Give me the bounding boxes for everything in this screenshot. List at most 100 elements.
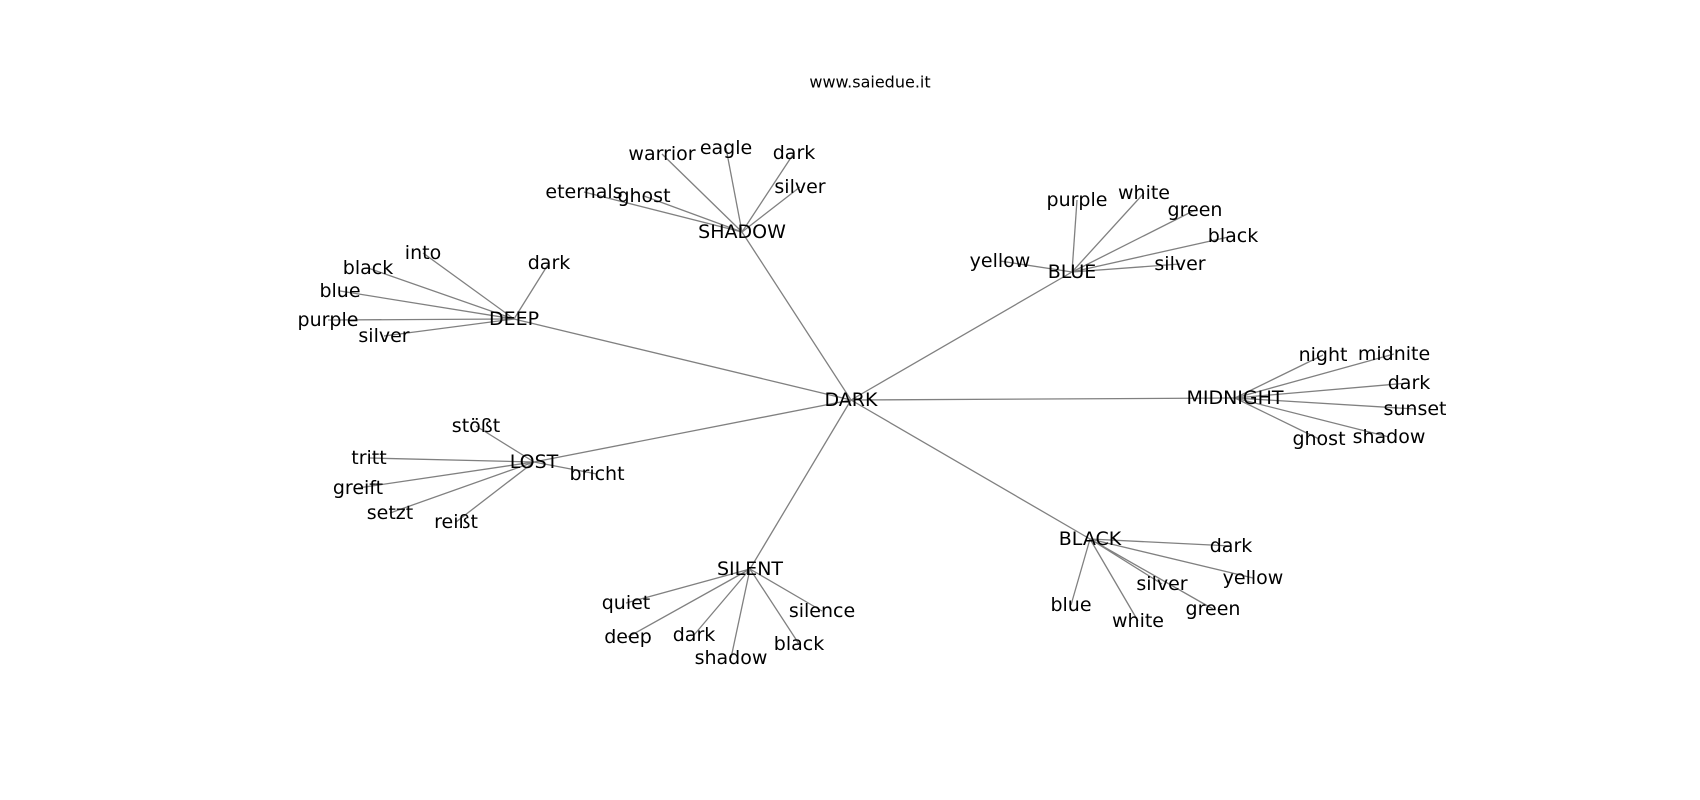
leaf-node-label-lost-4: reißt — [434, 511, 478, 533]
leaf-node-label-blue-4: silver — [1154, 253, 1205, 275]
edge-deep-4 — [327, 318, 515, 321]
edge-deep-2 — [367, 267, 515, 320]
edge-layer — [327, 147, 1416, 659]
edge-shadow-4 — [643, 195, 743, 233]
leaf-node-label-shadow-3: silver — [774, 176, 825, 198]
edge-lost-5 — [533, 461, 598, 475]
edge-black-2 — [1089, 538, 1214, 610]
leaf-node-label-deep-4: purple — [298, 309, 359, 331]
leaf-node-label-deep-1: dark — [528, 252, 571, 274]
center-node-label: DARK — [825, 389, 878, 411]
edge-center-silent — [749, 399, 852, 570]
edge-shadow-5 — [583, 191, 743, 233]
hub-node-label-deep: DEEP — [489, 308, 539, 330]
edge-lost-1 — [368, 457, 535, 463]
site-title: www.saiedue.it — [809, 73, 930, 92]
edge-lost-0 — [475, 425, 535, 463]
edge-center-deep — [513, 318, 852, 401]
leaf-node-label-lost-5: bricht — [569, 463, 624, 485]
edge-deep-3 — [339, 290, 515, 320]
edge-silent-0 — [625, 568, 751, 604]
edge-midnight-3 — [1234, 397, 1416, 410]
edge-black-4 — [1089, 538, 1139, 622]
edge-midnight-2 — [1234, 382, 1410, 399]
edge-shadow-1 — [725, 147, 743, 233]
hub-node-label-shadow: SHADOW — [698, 221, 786, 243]
leaf-node-label-deep-2: black — [343, 257, 393, 279]
leaf-node-label-midnight-2: dark — [1388, 372, 1431, 394]
edge-blue-2 — [1071, 209, 1196, 273]
leaf-node-label-lost-2: greift — [333, 477, 383, 499]
edge-deep-5 — [383, 318, 515, 337]
edge-deep-0 — [422, 252, 515, 320]
leaf-node-label-lost-0: stößt — [452, 415, 500, 437]
edge-silent-3 — [730, 568, 751, 659]
leaf-node-label-silent-5: silence — [789, 600, 855, 622]
edge-black-0 — [1089, 538, 1232, 547]
edge-silent-2 — [693, 568, 751, 636]
edge-shadow-0 — [661, 153, 743, 233]
edge-silent-5 — [749, 568, 823, 612]
edge-center-shadow — [741, 231, 852, 401]
hub-node-label-lost: LOST — [510, 451, 559, 473]
edge-midnight-0 — [1234, 354, 1324, 399]
leaf-node-label-blue-1: white — [1118, 182, 1170, 204]
leaf-node-label-black-1: yellow — [1223, 567, 1284, 589]
edge-center-black — [850, 399, 1091, 540]
edge-deep-1 — [513, 262, 550, 320]
edge-blue-0 — [1071, 199, 1078, 273]
leaf-node-label-deep-5: silver — [358, 325, 409, 347]
leaf-node-label-deep-3: blue — [319, 280, 360, 302]
leaf-node-label-shadow-0: warrior — [628, 143, 695, 165]
leaf-node-label-lost-3: setzt — [367, 502, 413, 524]
edge-silent-4 — [749, 568, 800, 645]
leaf-node-label-black-3: silver — [1136, 573, 1187, 595]
leaf-node-label-silent-0: quiet — [602, 592, 651, 614]
edge-lost-4 — [455, 461, 535, 523]
edge-blue-5 — [999, 260, 1073, 273]
hub-node-label-midnight: MIDNIGHT — [1186, 387, 1283, 409]
leaf-node-label-midnight-1: midnite — [1358, 343, 1430, 365]
leaf-node-label-silent-2: dark — [673, 624, 716, 646]
leaf-node-label-midnight-4: shadow — [1353, 426, 1426, 448]
edge-midnight-5 — [1234, 397, 1320, 440]
leaf-node-label-midnight-0: night — [1299, 344, 1348, 366]
edge-midnight-1 — [1234, 353, 1395, 399]
hub-node-label-black: BLACK — [1059, 528, 1122, 550]
edge-blue-1 — [1071, 192, 1145, 273]
leaf-node-label-black-0: dark — [1210, 535, 1253, 557]
edge-lost-3 — [389, 461, 535, 514]
edge-lost-2 — [357, 461, 535, 489]
leaf-node-label-shadow-4: ghost — [617, 185, 670, 207]
hub-node-label-silent: SILENT — [717, 558, 783, 580]
hub-node-label-blue: BLUE — [1048, 261, 1097, 283]
edge-center-blue — [850, 271, 1073, 401]
leaf-node-label-black-2: green — [1186, 598, 1241, 620]
edge-blue-3 — [1071, 235, 1234, 273]
leaf-node-label-silent-1: deep — [604, 626, 652, 648]
leaf-node-label-blue-5: yellow — [970, 250, 1031, 272]
leaf-node-label-shadow-2: dark — [773, 142, 816, 164]
edge-shadow-3 — [741, 186, 801, 233]
edge-black-1 — [1089, 538, 1254, 579]
edge-center-midnight — [850, 397, 1236, 401]
edge-midnight-4 — [1234, 397, 1390, 438]
leaf-node-label-lost-1: tritt — [351, 447, 386, 469]
edge-silent-1 — [627, 568, 751, 638]
leaf-node-label-shadow-1: eagle — [700, 137, 752, 159]
edge-black-5 — [1070, 538, 1091, 606]
leaf-node-label-blue-0: purple — [1047, 189, 1108, 211]
leaf-node-label-blue-2: green — [1168, 199, 1223, 221]
leaf-node-label-blue-3: black — [1208, 225, 1258, 247]
edge-shadow-2 — [741, 152, 795, 233]
leaf-node-label-midnight-3: sunset — [1383, 398, 1446, 420]
leaf-node-label-deep-0: into — [405, 242, 441, 264]
leaf-node-label-shadow-5: eternals — [545, 181, 622, 203]
edge-center-lost — [533, 399, 852, 463]
edge-black-3 — [1089, 538, 1163, 585]
leaf-node-label-midnight-5: ghost — [1292, 428, 1345, 450]
leaf-node-label-silent-3: shadow — [695, 647, 768, 669]
leaf-node-label-black-4: white — [1112, 610, 1164, 632]
